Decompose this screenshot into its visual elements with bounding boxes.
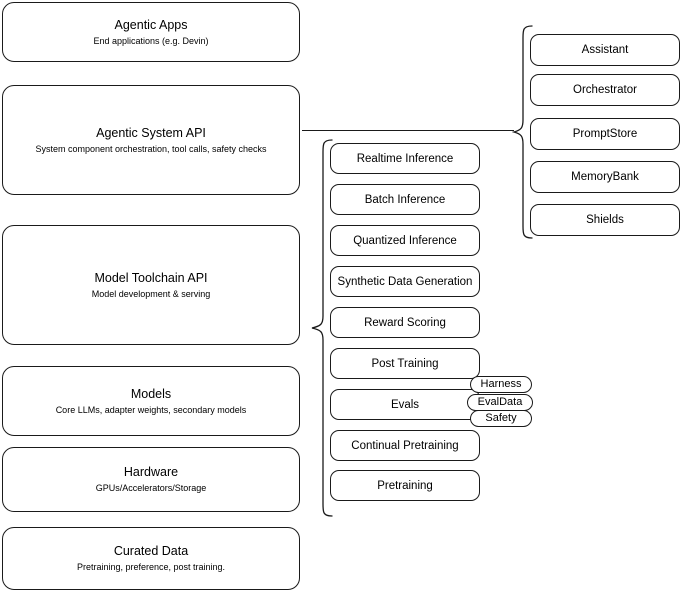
component-continual-pretraining[interactable]: Continual Pretraining [330, 430, 480, 461]
layer-title: Hardware [123, 465, 179, 479]
component-label: Continual Pretraining [351, 439, 459, 452]
component-reward-scoring[interactable]: Reward Scoring [330, 307, 480, 338]
component-synthetic-data-generation[interactable]: Synthetic Data Generation [330, 266, 480, 297]
layer-subtitle: End applications (e.g. Devin) [93, 35, 209, 46]
layer-agentic-system-api[interactable]: Agentic System API System component orch… [2, 85, 300, 195]
component-memorybank[interactable]: MemoryBank [530, 161, 680, 193]
component-batch-inference[interactable]: Batch Inference [330, 184, 480, 215]
layer-subtitle: System component orchestration, tool cal… [35, 143, 267, 154]
component-label: PromptStore [572, 128, 638, 140]
layer-title: Model Toolchain API [94, 270, 208, 285]
component-pretraining[interactable]: Pretraining [330, 470, 480, 501]
component-evals[interactable]: Evals [330, 389, 480, 420]
component-label: Orchestrator [573, 84, 637, 96]
component-orchestrator[interactable]: Orchestrator [530, 74, 680, 106]
layer-agentic-apps[interactable]: Agentic Apps End applications (e.g. Devi… [2, 2, 300, 62]
component-label: Pretraining [377, 479, 433, 492]
layer-subtitle: Model development & serving [91, 288, 211, 299]
component-realtime-inference[interactable]: Realtime Inference [330, 143, 480, 174]
layer-model-toolchain-api[interactable]: Model Toolchain API Model development & … [2, 225, 300, 345]
component-label: Synthetic Data Generation [337, 275, 473, 288]
layer-subtitle: Core LLMs, adapter weights, secondary mo… [55, 404, 247, 415]
component-label: Reward Scoring [364, 316, 446, 329]
layer-models[interactable]: Models Core LLMs, adapter weights, secon… [2, 366, 300, 436]
evals-subcomponent-harness[interactable]: Harness [470, 376, 532, 393]
component-assistant[interactable]: Assistant [530, 34, 680, 66]
evals-subcomponent-evaldata[interactable]: EvalData [467, 394, 533, 411]
component-shields[interactable]: Shields [530, 204, 680, 236]
layer-subtitle: GPUs/Accelerators/Storage [95, 483, 207, 493]
pill-label: EvalData [477, 396, 523, 408]
component-label: Batch Inference [364, 193, 446, 206]
pill-label: Safety [485, 412, 517, 424]
layer-hardware[interactable]: Hardware GPUs/Accelerators/Storage [2, 447, 300, 512]
component-label: Post Training [371, 357, 439, 370]
component-post-training[interactable]: Post Training [330, 348, 480, 379]
layer-title: Models [130, 386, 172, 401]
component-label: Evals [390, 398, 420, 411]
layer-title: Curated Data [113, 544, 189, 558]
component-label: Realtime Inference [356, 152, 454, 165]
agentic-system-connector-line [302, 130, 514, 132]
pill-label: Harness [480, 378, 522, 390]
layer-subtitle: Pretraining, preference, post training. [76, 562, 226, 572]
layer-title: Agentic System API [96, 125, 206, 140]
evals-subcomponent-safety[interactable]: Safety [470, 410, 532, 427]
component-quantized-inference[interactable]: Quantized Inference [330, 225, 480, 256]
component-label: MemoryBank [571, 171, 639, 183]
layer-title: Agentic Apps [114, 17, 188, 32]
layer-curated-data[interactable]: Curated Data Pretraining, preference, po… [2, 527, 300, 590]
component-promptstore[interactable]: PromptStore [530, 118, 680, 150]
component-label: Quantized Inference [353, 234, 457, 247]
component-label: Assistant [581, 44, 629, 56]
component-label: Shields [586, 214, 624, 226]
